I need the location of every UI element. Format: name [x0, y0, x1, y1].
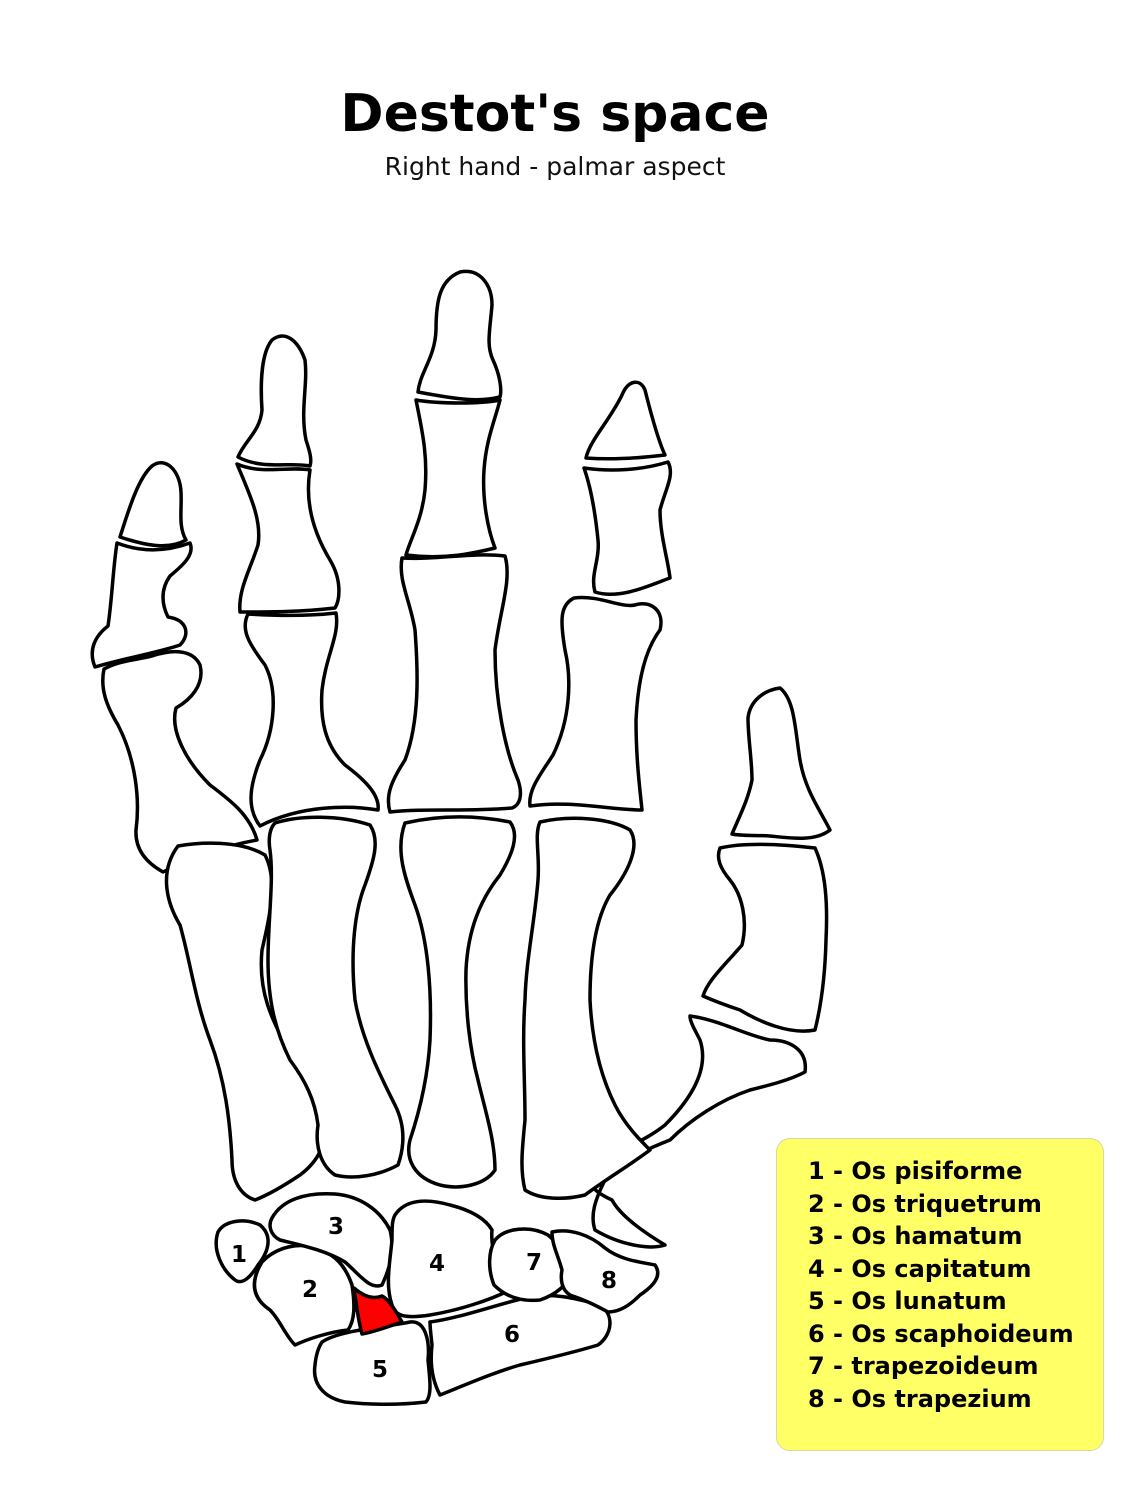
ring-finger [235, 334, 380, 828]
little-finger-proximal-phalanx [101, 649, 259, 874]
middle-finger-metacarpal [399, 815, 517, 1189]
ring-finger-distal-phalanx [236, 334, 313, 468]
trapezoid-bone [487, 1227, 574, 1303]
metacarpals [164, 815, 652, 1202]
thumb-metacarpal [588, 1014, 807, 1249]
ring-finger-middle-phalanx [235, 462, 341, 614]
diagram-subtitle: Right hand - palmar aspect [384, 152, 726, 181]
lunate-bone [312, 1320, 432, 1406]
capitate-bone [386, 1199, 512, 1319]
ring-finger-metacarpal [266, 815, 405, 1179]
legend-item-scaphoid: 6 - Os scaphoideum [808, 1319, 1074, 1348]
destots-space-highlight [352, 1286, 404, 1336]
little-finger [90, 461, 259, 874]
legend-item-trapezoid: 7 - trapezoideum [808, 1352, 1039, 1380]
thumb-distal-phalanx [730, 686, 832, 841]
legend-item-lunate: 5 - Os lunatum [808, 1287, 1007, 1315]
little-finger-distal-phalanx [118, 461, 188, 548]
diagram-title: Destot's space [340, 84, 770, 144]
bone-label-1: 1 [231, 1242, 247, 1268]
pisiform-bone [214, 1219, 270, 1284]
bone-label-5: 5 [372, 1357, 388, 1383]
middle-finger-proximal-phalanx [386, 553, 523, 814]
bone-label-2: 2 [302, 1277, 318, 1303]
thumb-proximal-phalanx [701, 842, 829, 1033]
bone-label-8: 8 [601, 1268, 617, 1294]
middle-finger [386, 269, 523, 814]
bone-number-labels: 1 2 3 4 5 6 7 8 [231, 1214, 617, 1383]
hamate-bone [268, 1191, 394, 1288]
index-finger-distal-phalanx [584, 380, 667, 461]
index-finger [528, 380, 673, 812]
carpal-bones [214, 1191, 660, 1406]
bone-label-7: 7 [526, 1250, 542, 1276]
legend-item-capitate: 4 - Os capitatum [808, 1254, 1032, 1283]
index-finger-middle-phalanx [582, 460, 673, 597]
bone-label-4: 4 [429, 1251, 445, 1277]
legend-box: 1 - Os pisiforme 2 - Os triquetrum 3 - O… [776, 1138, 1104, 1451]
middle-finger-middle-phalanx [404, 398, 502, 559]
little-finger-middle-phalanx [90, 541, 193, 669]
ring-finger-proximal-phalanx [243, 611, 380, 828]
bone-label-3: 3 [328, 1214, 344, 1240]
legend-item-triquetrum: 2 - Os triquetrum [808, 1189, 1042, 1218]
index-finger-metacarpal [520, 816, 652, 1201]
bone-label-6: 6 [504, 1322, 520, 1348]
legend-item-hamate: 3 - Os hamatum [808, 1222, 1023, 1250]
middle-finger-distal-phalanx [416, 269, 503, 402]
trapezium-bone [550, 1229, 660, 1314]
thumb [588, 686, 832, 1249]
legend-item-trapezium: 8 - Os trapezium [808, 1384, 1032, 1413]
legend-item-pisiform: 1 - Os pisiforme [808, 1157, 1023, 1185]
index-finger-proximal-phalanx [528, 595, 663, 812]
